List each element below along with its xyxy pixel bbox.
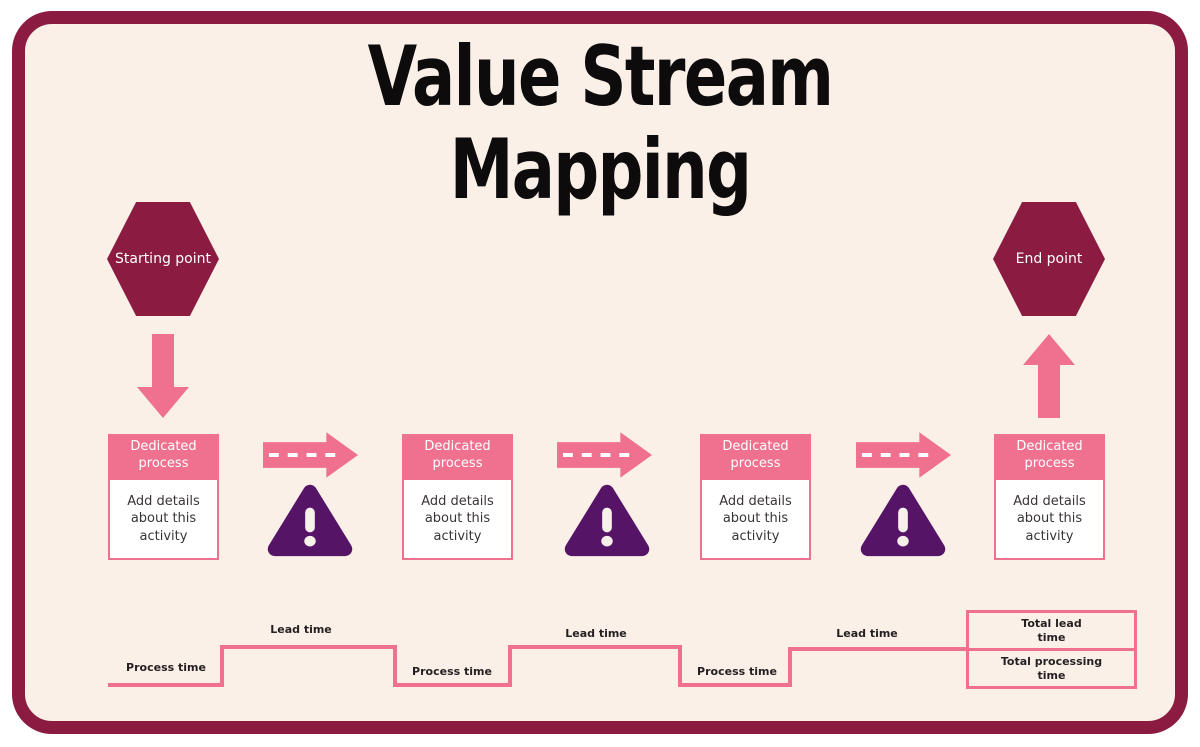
process-time-label: Process time	[126, 661, 206, 674]
process-box: Dedicated process Add details about this…	[994, 434, 1105, 560]
starting-point-label: Starting point	[114, 251, 211, 267]
end-point-label: End point	[1015, 251, 1083, 267]
process-box-body: Add details about this activity	[994, 478, 1105, 560]
warning-triangle-icon	[860, 484, 946, 557]
down-arrow-icon	[137, 334, 189, 418]
up-arrow-icon	[1023, 334, 1075, 418]
diagram-frame	[12, 11, 1188, 734]
process-time-label: Process time	[697, 665, 777, 678]
warning-triangle-icon	[564, 484, 650, 557]
page-title-line-1: Value Stream	[367, 28, 834, 125]
dashed-flow-arrow-icon	[856, 432, 951, 478]
process-box: Dedicated process Add details about this…	[402, 434, 513, 560]
dashed-flow-arrow-icon	[263, 432, 358, 478]
warning-triangle-icon	[267, 484, 353, 557]
total-lead-time-label: Total lead time	[1021, 616, 1082, 644]
process-box-header: Dedicated process	[108, 434, 219, 478]
total-processing-time-label: Total processing time	[1000, 654, 1103, 682]
process-box-header: Dedicated process	[402, 434, 513, 478]
total-lead-time-cell: Total lead time	[969, 613, 1134, 651]
totals-box: Total lead time Total processing time	[966, 610, 1137, 689]
dashed-flow-arrow-icon	[557, 432, 652, 478]
process-box: Dedicated process Add details about this…	[108, 434, 219, 560]
process-box-body: Add details about this activity	[402, 478, 513, 560]
page-title-line-2: Mapping	[449, 121, 752, 218]
process-box-header: Dedicated process	[994, 434, 1105, 478]
process-box-body: Add details about this activity	[700, 478, 811, 560]
process-box: Dedicated process Add details about this…	[700, 434, 811, 560]
lead-time-label: Lead time	[270, 623, 332, 636]
lead-time-label: Lead time	[836, 627, 898, 640]
process-box-body: Add details about this activity	[108, 478, 219, 560]
total-processing-time-cell: Total processing time	[969, 651, 1134, 686]
lead-time-label: Lead time	[565, 627, 627, 640]
process-time-label: Process time	[412, 665, 492, 678]
process-box-header: Dedicated process	[700, 434, 811, 478]
page-title: Value Stream Mapping	[0, 28, 1200, 218]
